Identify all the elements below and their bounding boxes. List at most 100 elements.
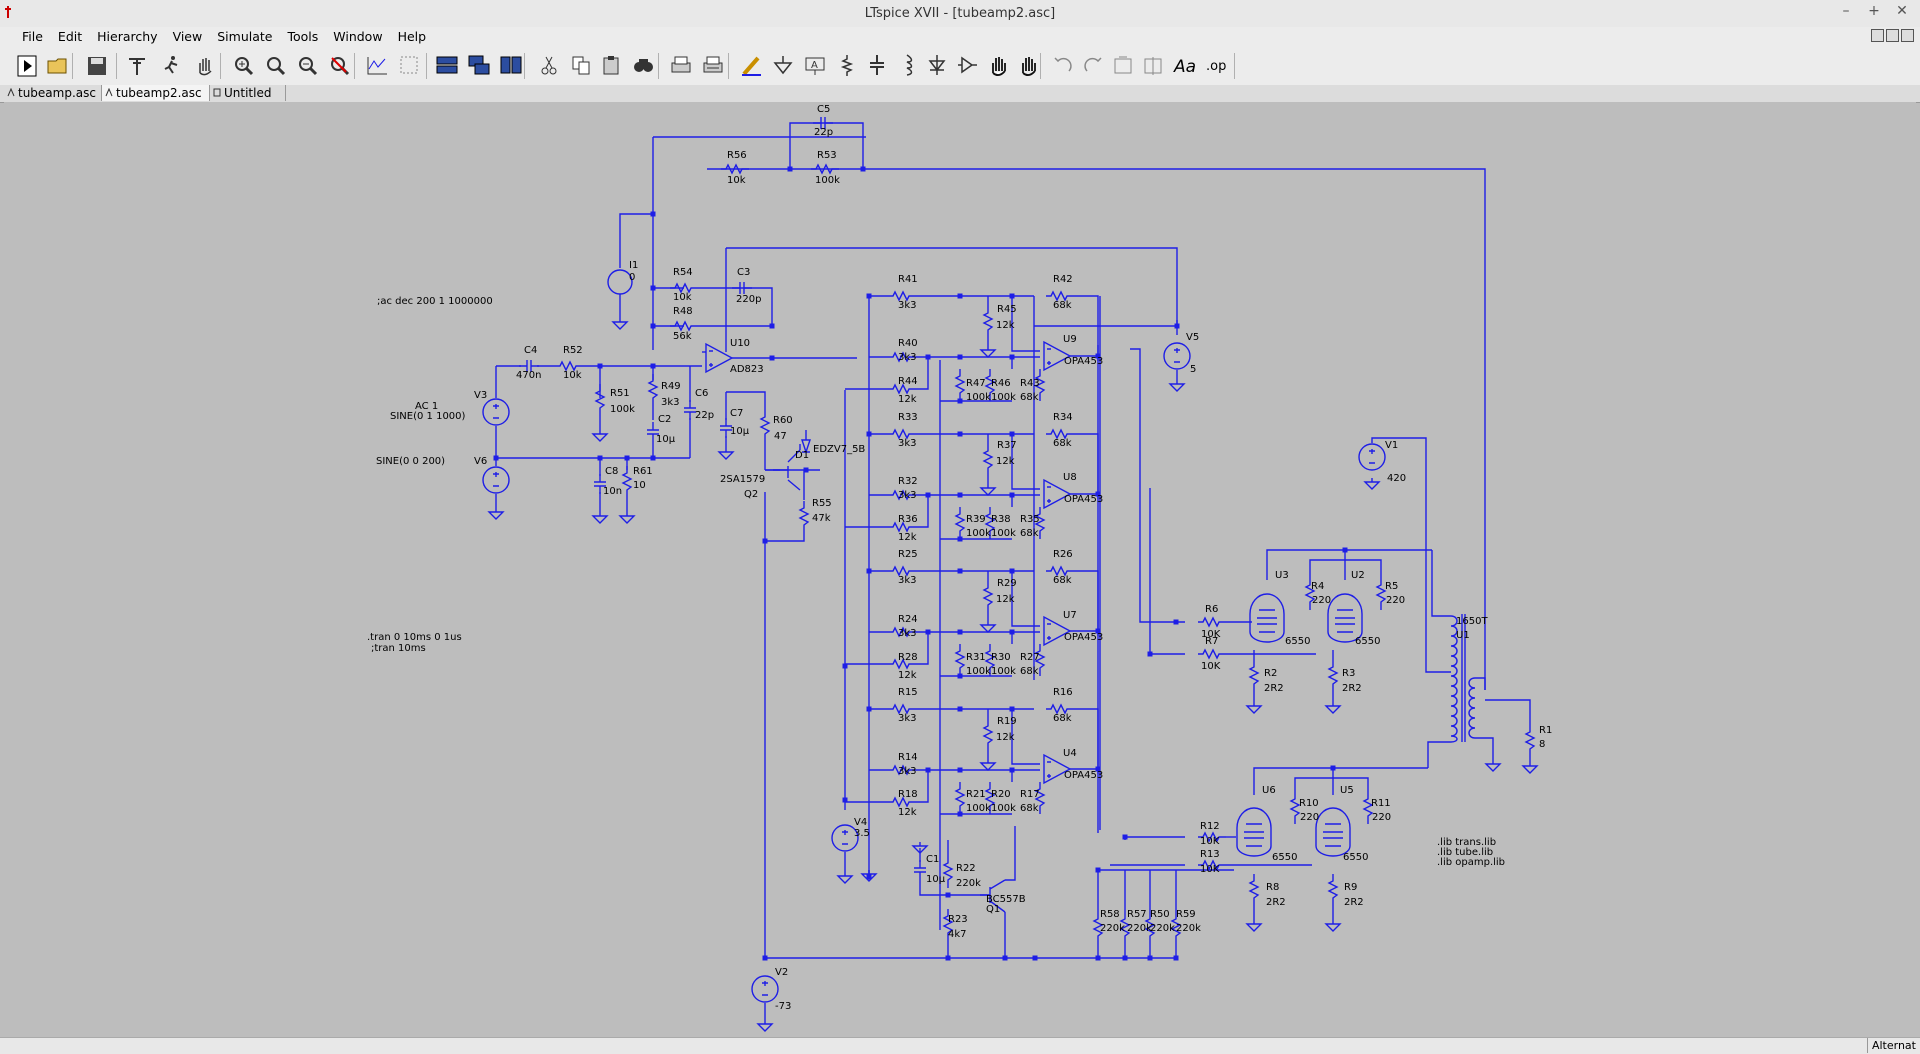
find-button[interactable]	[630, 51, 656, 79]
wire[interactable]	[1074, 570, 1099, 636]
tab-tubeamp2[interactable]: tubeamp2.asc	[102, 85, 210, 101]
voltage-source-symbol[interactable]	[1163, 342, 1191, 370]
component-label[interactable]: 47k	[812, 513, 831, 524]
component-label[interactable]: 68k	[1053, 438, 1072, 449]
ground-symbol[interactable]	[979, 621, 997, 633]
vacuum-tube-symbol[interactable]	[1315, 807, 1351, 857]
v6-sine-value[interactable]: SINE(0 0 200)	[376, 456, 445, 467]
capacitor-symbol[interactable]	[732, 282, 752, 294]
plot-button[interactable]	[364, 51, 390, 79]
vacuum-tube-symbol[interactable]	[1236, 807, 1272, 857]
opamp-symbol[interactable]	[1043, 615, 1072, 647]
component-label[interactable]: OPA453	[1064, 494, 1103, 505]
resistor-symbol[interactable]	[954, 782, 966, 814]
component-label[interactable]: 68k	[1053, 713, 1072, 724]
resistor-symbol[interactable]	[1327, 874, 1339, 906]
capacitor-symbol[interactable]	[914, 860, 926, 880]
resistor-symbol[interactable]	[888, 764, 916, 776]
wire[interactable]	[1011, 434, 1040, 490]
resistor-symbol[interactable]	[888, 428, 916, 440]
tab-tubeamp[interactable]: tubeamp.asc	[4, 85, 102, 101]
resistor-symbol[interactable]	[888, 489, 916, 501]
resistor-symbol[interactable]	[982, 581, 994, 613]
component-label[interactable]: 12k	[996, 594, 1015, 605]
wire[interactable]	[1130, 348, 1185, 623]
tile-horizontal-button[interactable]	[434, 51, 460, 79]
lib-directive-3[interactable]: .lib opamp.lib	[1437, 857, 1505, 868]
ground-symbol[interactable]	[756, 1020, 774, 1032]
capacitor-button[interactable]	[864, 51, 890, 79]
resistor-button[interactable]	[834, 51, 860, 79]
wire[interactable]	[765, 533, 805, 542]
wire[interactable]	[1294, 777, 1369, 792]
vacuum-tube-symbol[interactable]	[1249, 593, 1285, 643]
wire[interactable]	[1371, 437, 1451, 673]
wire[interactable]	[1011, 296, 1040, 352]
component-label[interactable]: C6	[695, 388, 708, 399]
current-source-symbol[interactable]	[607, 269, 633, 295]
diode-button[interactable]	[924, 51, 950, 79]
component-label[interactable]: 220	[1312, 595, 1331, 606]
voltage-source-symbol[interactable]	[831, 824, 859, 852]
lib-directive-2[interactable]: .lib tube.lib	[1437, 847, 1493, 858]
transistor-symbol[interactable]	[980, 879, 1006, 913]
zoom-cancel-button[interactable]	[326, 51, 352, 79]
component-label[interactable]: 68k	[1020, 392, 1039, 403]
component-label[interactable]: U4	[1063, 748, 1077, 759]
rotate-button[interactable]	[1110, 51, 1136, 79]
component-label[interactable]: R31	[966, 652, 986, 663]
component-label[interactable]: R55	[812, 498, 832, 509]
mdi-close-button[interactable]	[1901, 29, 1914, 42]
component-label[interactable]: R35	[1020, 514, 1040, 525]
resistor-symbol[interactable]	[1289, 792, 1301, 824]
component-label[interactable]: R53	[817, 150, 837, 161]
component-label[interactable]: OPA453	[1064, 770, 1103, 781]
component-label[interactable]: R5	[1385, 581, 1398, 592]
component-label[interactable]: 10k	[563, 370, 582, 381]
component-label[interactable]: 3.5	[854, 828, 870, 839]
component-label[interactable]: R48	[673, 306, 693, 317]
mirror-button[interactable]	[1140, 51, 1166, 79]
resistor-symbol[interactable]	[798, 501, 810, 533]
wire[interactable]	[707, 168, 1486, 690]
component-label[interactable]: R45	[997, 304, 1017, 315]
component-label[interactable]: 2R2	[1266, 897, 1286, 908]
component-label[interactable]: OPA453	[1064, 356, 1103, 367]
opamp-symbol[interactable]	[705, 342, 734, 374]
component-label[interactable]: R42	[1053, 274, 1073, 285]
component-label[interactable]: R12	[1200, 821, 1220, 832]
component-label[interactable]: 420	[1387, 473, 1406, 484]
component-label[interactable]: 100k	[966, 528, 991, 539]
print-setup-button[interactable]	[668, 51, 694, 79]
menu-simulate[interactable]: Simulate	[217, 29, 273, 44]
tab-untitled[interactable]: Untitled	[210, 85, 286, 101]
wire[interactable]	[1309, 559, 1382, 578]
resistor-symbol[interactable]	[888, 383, 916, 395]
zoom-out-button[interactable]	[294, 51, 320, 79]
component-label[interactable]: R32	[898, 476, 918, 487]
component-label[interactable]: -73	[775, 1001, 791, 1012]
component-label[interactable]: 2R2	[1344, 897, 1364, 908]
component-label[interactable]: V2	[775, 967, 788, 978]
paste-button[interactable]	[598, 51, 624, 79]
component-label[interactable]: R25	[898, 549, 918, 560]
component-label[interactable]: 10k	[727, 175, 746, 186]
component-label[interactable]: 10K	[1201, 661, 1221, 672]
component-label[interactable]: C3	[737, 267, 750, 278]
component-label[interactable]: U5	[1340, 785, 1354, 796]
component-label[interactable]: 220k	[1150, 923, 1175, 934]
resistor-symbol[interactable]	[811, 163, 839, 175]
component-label[interactable]: 68k	[1020, 528, 1039, 539]
ground-symbol[interactable]	[1245, 920, 1263, 932]
wire[interactable]	[619, 213, 653, 268]
resistor-symbol[interactable]	[1248, 660, 1260, 692]
run-man-button[interactable]	[158, 51, 184, 79]
resistor-symbol[interactable]	[1119, 912, 1131, 944]
resistor-symbol[interactable]	[621, 466, 633, 498]
resistor-symbol[interactable]	[1046, 703, 1074, 715]
resistor-symbol[interactable]	[942, 909, 954, 941]
component-label[interactable]: BC557B	[986, 894, 1026, 905]
capacitor-symbol[interactable]	[519, 360, 539, 372]
resistor-symbol[interactable]	[759, 410, 771, 442]
component-label[interactable]: 10K	[1200, 836, 1220, 847]
